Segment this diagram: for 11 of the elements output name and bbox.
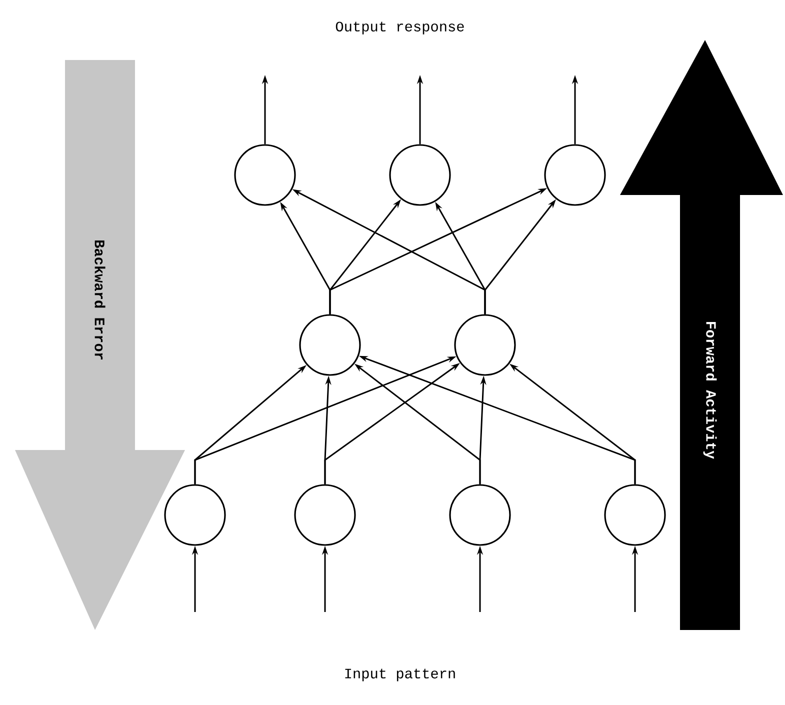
- axis-caption: Input pattern: [345, 668, 455, 682]
- axis-caption: Output response: [336, 22, 464, 34]
- neuron-circle: [454, 314, 516, 376]
- neuron-circle: [234, 144, 296, 206]
- neuron-circle: [544, 144, 606, 206]
- neuron-circle: [299, 314, 361, 376]
- neuron-circle: [604, 484, 666, 546]
- neuron-circle: [389, 144, 451, 206]
- neuron-circle: [294, 484, 356, 546]
- neuron-circle: [449, 484, 511, 546]
- neuron-circle: [164, 484, 226, 546]
